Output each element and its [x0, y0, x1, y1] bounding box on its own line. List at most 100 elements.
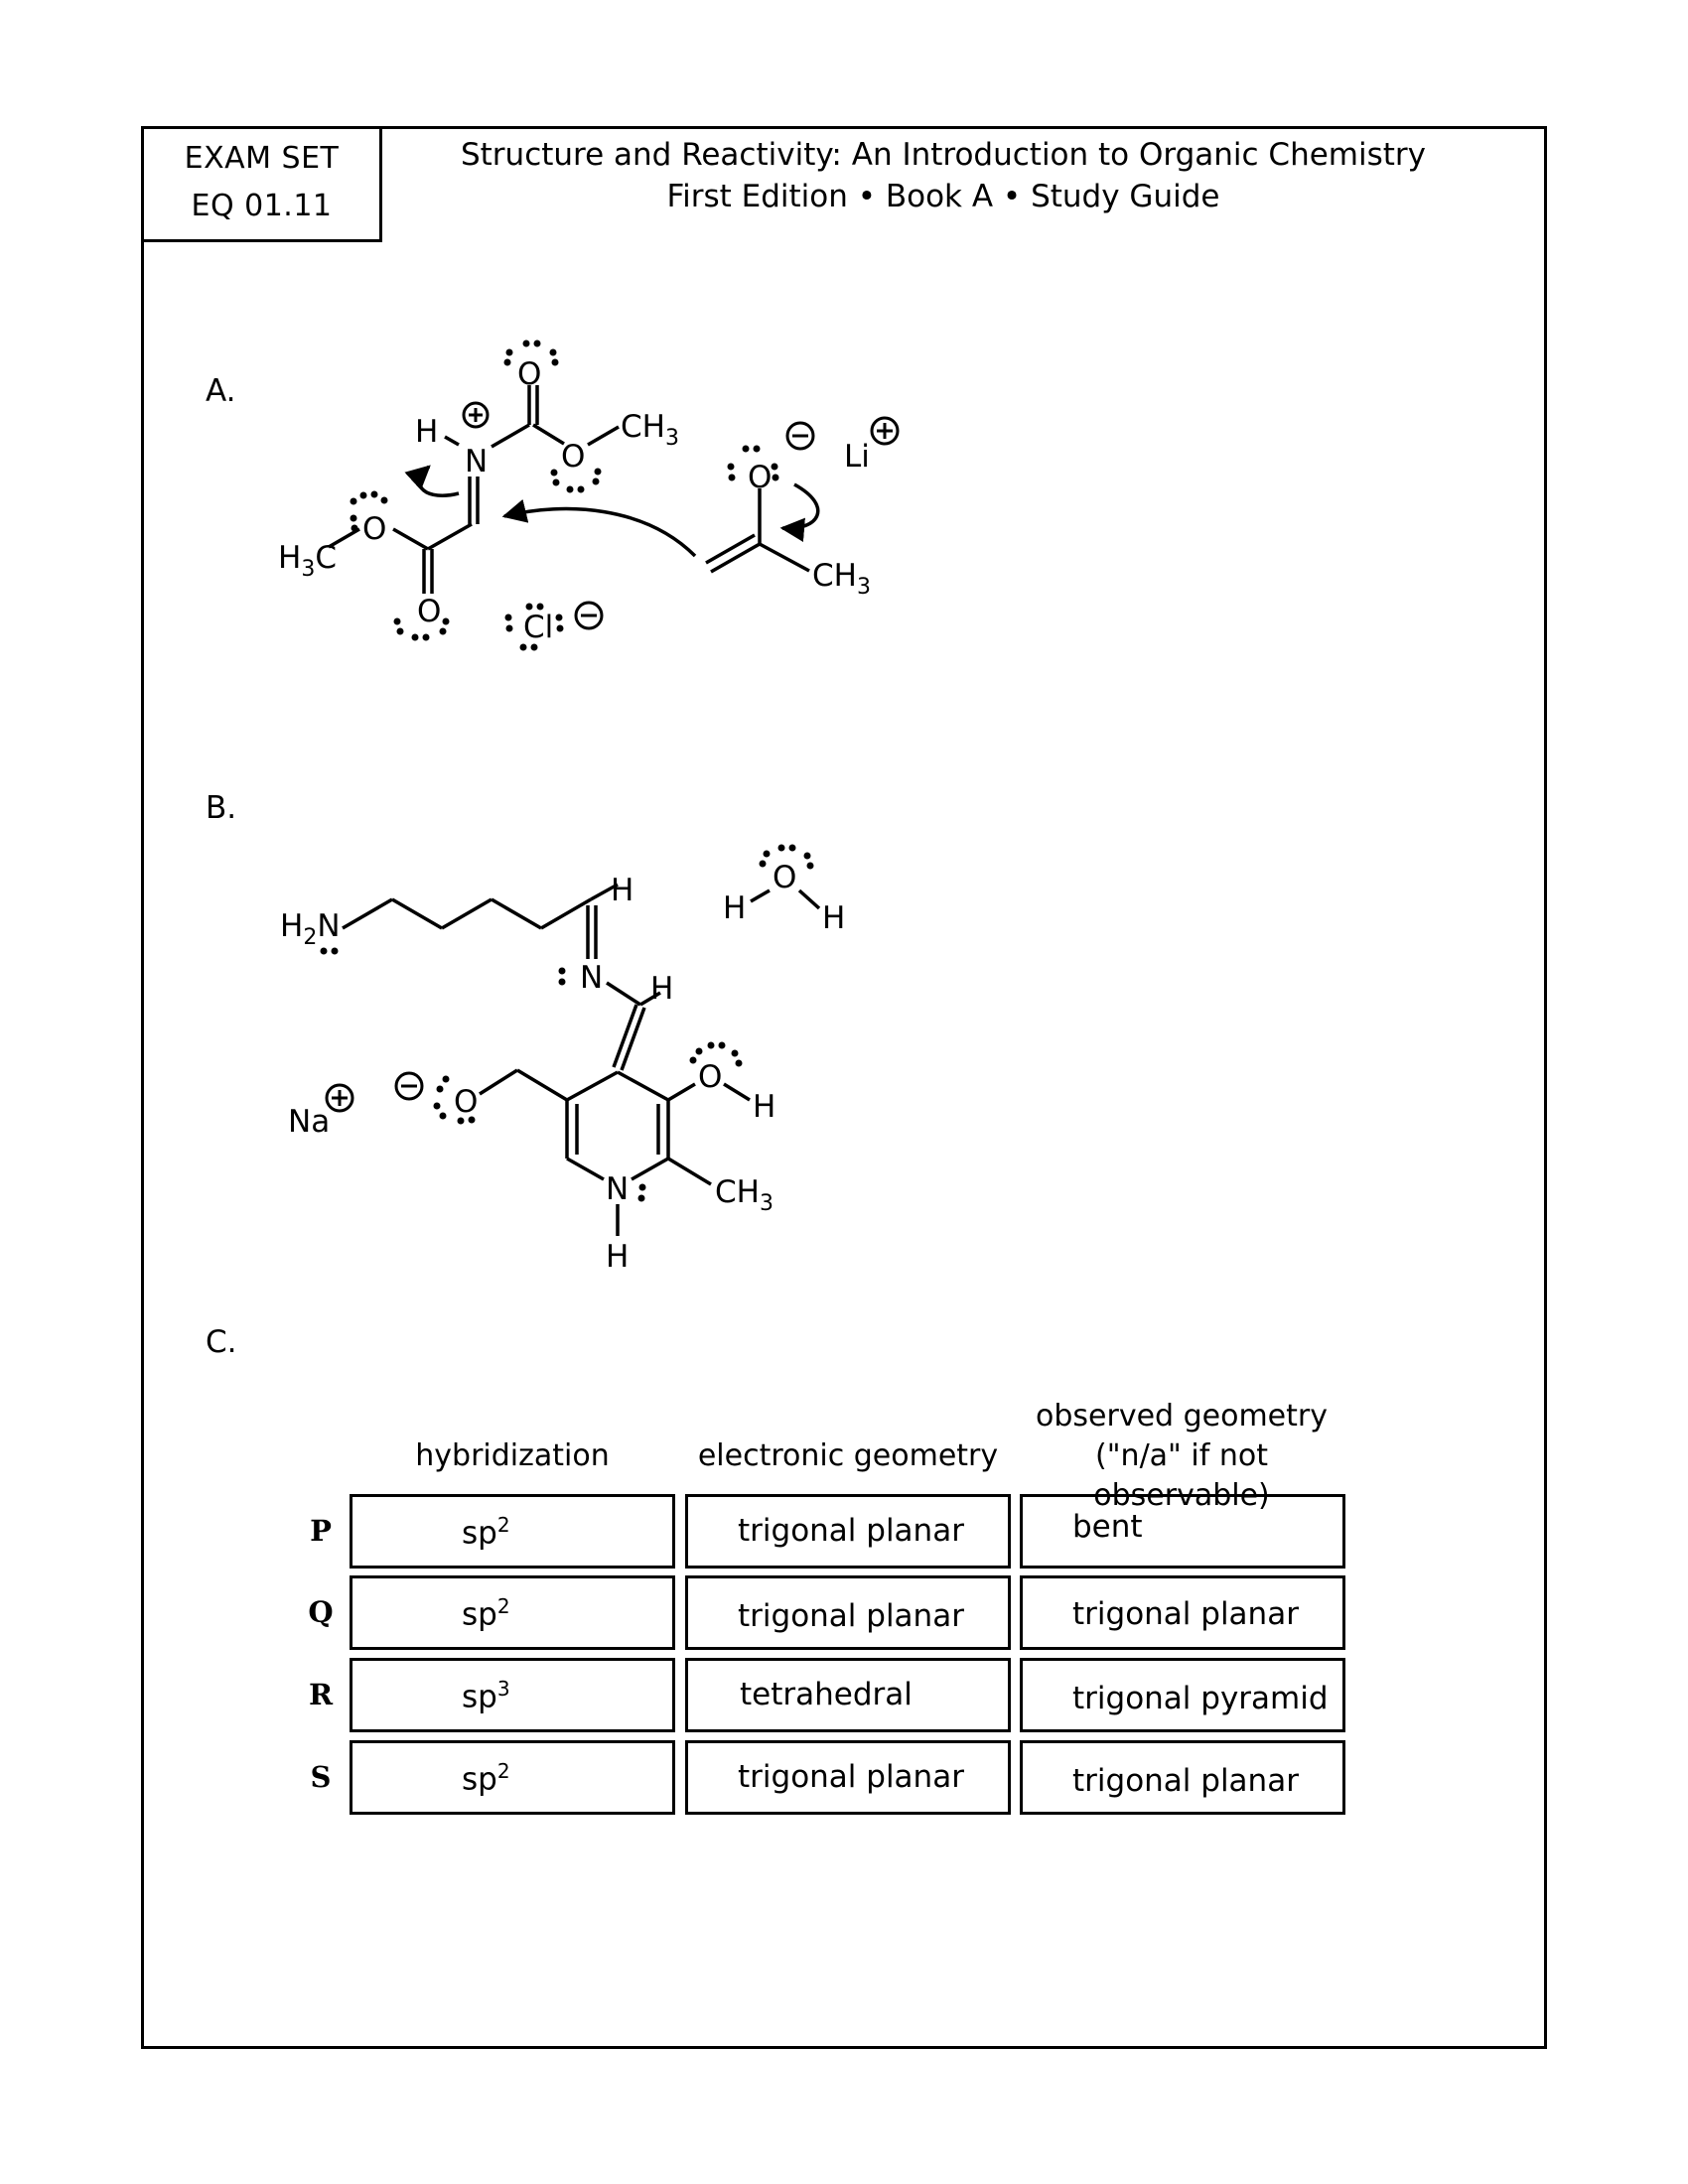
- bond: [540, 897, 592, 930]
- cell-observed-geometry-q: trigonal planar: [1020, 1575, 1345, 1650]
- cell-hybridization-q: sp2: [350, 1575, 675, 1650]
- exam-set-code: EQ 01.11: [191, 189, 333, 223]
- svg-text:H: H: [822, 900, 845, 936]
- observed-geometry-value: trigonal pyramid: [1072, 1681, 1329, 1716]
- svg-text:N: N: [465, 444, 488, 479]
- plus-charge-icon: [325, 1083, 354, 1113]
- hybridization-value: sp3: [462, 1677, 510, 1715]
- bond: [617, 1070, 669, 1102]
- lone-pairs-b: [320, 844, 814, 1202]
- minus-charge-icon: [785, 421, 815, 451]
- structure-a-charges: [462, 401, 900, 630]
- svg-text:Na: Na: [288, 1104, 330, 1140]
- svg-text:CH3: CH3: [812, 558, 871, 600]
- bond: [491, 897, 542, 930]
- svg-text:CH3: CH3: [715, 1174, 774, 1216]
- svg-text:O: O: [517, 356, 541, 392]
- cell-observed-geometry-s: trigonal planar: [1020, 1740, 1345, 1815]
- page-header: Structure and Reactivity: An Introductio…: [417, 134, 1470, 217]
- bond: [532, 423, 565, 446]
- svg-text:O: O: [417, 594, 441, 629]
- hybridization-value: sp2: [462, 1759, 510, 1798]
- plus-charge-icon: [462, 401, 490, 429]
- svg-text:O: O: [698, 1059, 722, 1095]
- page-frame: [141, 126, 1547, 2049]
- row-label-q: Q: [308, 1595, 334, 1629]
- electronic-geometry-value: trigonal planar: [738, 1598, 964, 1634]
- bond: [566, 1070, 619, 1102]
- svg-text:O: O: [773, 860, 796, 895]
- curved-arrow: [779, 482, 820, 542]
- column-header-hybridization: hybridization: [415, 1438, 610, 1473]
- observed-geometry-title: observed geometry: [1036, 1399, 1328, 1433]
- bond: [620, 1007, 646, 1071]
- section-a-label: A.: [206, 373, 236, 409]
- bond: [444, 435, 460, 447]
- svg-text:H: H: [723, 890, 746, 926]
- observed-geometry-value: bent: [1072, 1509, 1143, 1545]
- cell-hybridization-p: sp2: [350, 1494, 675, 1569]
- hybridization-value: sp2: [462, 1513, 510, 1552]
- minus-charge-icon: [574, 601, 604, 630]
- svg-text:H2N: H2N: [280, 908, 341, 950]
- structure-a-atoms: O N H O CH3 O H3C O Cl O CH3 Li: [278, 356, 871, 645]
- bond: [590, 883, 619, 901]
- structure-b-charges: [325, 1071, 424, 1113]
- svg-text:O: O: [454, 1084, 478, 1120]
- structure-a: [328, 385, 820, 594]
- observed-geometry-value: trigonal planar: [1072, 1596, 1299, 1632]
- section-b-label: B.: [206, 790, 237, 826]
- bond: [427, 522, 473, 551]
- svg-text:H: H: [611, 873, 633, 908]
- observed-geometry-value: trigonal planar: [1072, 1763, 1299, 1799]
- book-title: Structure and Reactivity: An Introductio…: [460, 137, 1427, 173]
- book-subtitle: First Edition • Book A • Study Guide: [666, 179, 1220, 214]
- svg-text:N: N: [580, 960, 603, 996]
- observed-geometry-note: ("n/a" if not observable): [1093, 1438, 1270, 1513]
- svg-text:Cl: Cl: [523, 610, 553, 645]
- bond: [705, 533, 756, 565]
- bond: [391, 897, 443, 930]
- bond: [710, 542, 761, 574]
- bond: [723, 1082, 751, 1102]
- bond: [566, 1157, 605, 1181]
- svg-text:N: N: [606, 1171, 629, 1207]
- section-c-label: C.: [206, 1324, 237, 1360]
- cell-electronic-geometry-s: trigonal planar: [685, 1740, 1011, 1815]
- cell-observed-geometry-r: trigonal pyramid: [1020, 1658, 1345, 1732]
- svg-text:Li: Li: [844, 439, 870, 475]
- bond: [342, 897, 393, 930]
- svg-text:O: O: [561, 439, 585, 475]
- bond: [667, 1082, 696, 1102]
- electronic-geometry-value: trigonal planar: [738, 1513, 964, 1549]
- plus-charge-icon: [870, 416, 900, 446]
- cell-hybridization-r: sp3: [350, 1658, 675, 1732]
- lone-pairs-a: [350, 340, 779, 651]
- bond: [631, 1157, 669, 1181]
- cell-hybridization-s: sp2: [350, 1740, 675, 1815]
- structure-b: [342, 883, 821, 1236]
- bond: [441, 897, 492, 930]
- svg-text:CH3: CH3: [621, 409, 679, 451]
- row-label-s: S: [310, 1760, 332, 1794]
- column-header-electronic-geometry: electronic geometry: [697, 1438, 999, 1473]
- bond: [606, 981, 641, 1007]
- bond: [667, 1157, 712, 1186]
- bond: [612, 1004, 638, 1068]
- hybridization-value: sp2: [462, 1594, 510, 1633]
- bond: [639, 991, 661, 1007]
- svg-text:O: O: [362, 511, 386, 547]
- exam-set-box: EXAM SET EQ 01.11: [141, 126, 382, 242]
- bond: [491, 423, 530, 449]
- cell-electronic-geometry-q: trigonal planar: [685, 1575, 1011, 1650]
- bond: [328, 527, 360, 549]
- svg-text:H: H: [753, 1089, 775, 1125]
- exam-set-label: EXAM SET: [184, 141, 340, 176]
- bond: [797, 888, 821, 910]
- svg-text:H: H: [606, 1239, 629, 1275]
- row-label-r: R: [308, 1678, 334, 1711]
- bond: [587, 425, 620, 447]
- bond: [392, 527, 429, 551]
- svg-text:H3C: H3C: [278, 540, 337, 582]
- svg-text:H: H: [415, 414, 438, 450]
